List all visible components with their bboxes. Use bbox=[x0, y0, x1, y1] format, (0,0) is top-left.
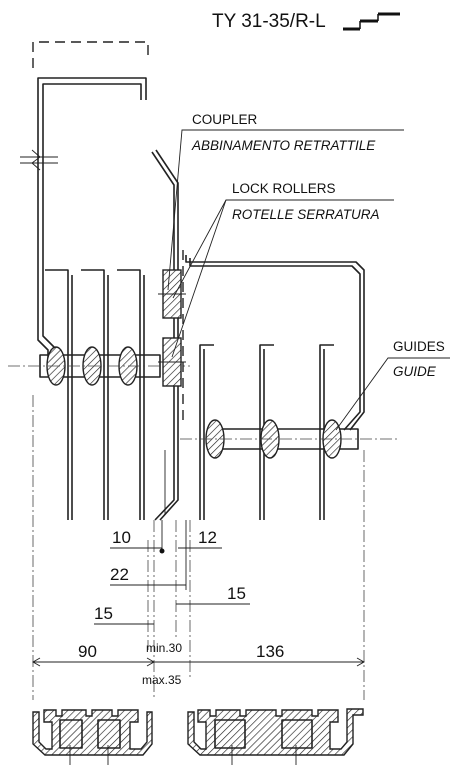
coupler-label-it: ABBINAMENTO RETRATTILE bbox=[191, 138, 376, 153]
drawing-title: TY 31-35/R-L bbox=[212, 11, 326, 32]
dimension-lines bbox=[32, 547, 365, 667]
left-roller-shaft bbox=[8, 346, 190, 386]
dim-15-left: 15 bbox=[94, 604, 113, 623]
telescopic-symbol-icon bbox=[343, 12, 400, 31]
dim-10: 10 bbox=[112, 528, 131, 547]
coupler-label: COUPLER bbox=[192, 112, 258, 127]
left-door-panel bbox=[20, 77, 147, 368]
dim-min30: min.30 bbox=[146, 641, 182, 655]
left-bottom-profile bbox=[32, 709, 153, 765]
lock-rollers-label: LOCK ROLLERS bbox=[232, 181, 336, 196]
dim-max35: max.35 bbox=[142, 673, 182, 687]
dim-15-right: 15 bbox=[227, 584, 246, 603]
dim-136: 136 bbox=[256, 642, 284, 661]
extension-lines bbox=[32, 395, 365, 700]
right-door-panel bbox=[182, 250, 365, 431]
callout-leaders bbox=[167, 129, 450, 431]
upper-door-hidden bbox=[32, 41, 149, 68]
right-roller-shaft bbox=[180, 419, 400, 459]
dim-12: 12 bbox=[198, 528, 217, 547]
lock-rollers bbox=[158, 269, 186, 387]
guides-label: GUIDES bbox=[393, 339, 445, 354]
left-track-hangers bbox=[45, 269, 145, 520]
right-bottom-profile bbox=[187, 708, 364, 765]
dim-90: 90 bbox=[78, 642, 97, 661]
guides-label-it: GUIDE bbox=[393, 364, 437, 379]
lock-rollers-label-it: ROTELLE SERRATURA bbox=[232, 207, 380, 222]
coupler-arm bbox=[151, 149, 179, 521]
right-track-hangers bbox=[199, 344, 334, 520]
dim-22: 22 bbox=[110, 565, 129, 584]
